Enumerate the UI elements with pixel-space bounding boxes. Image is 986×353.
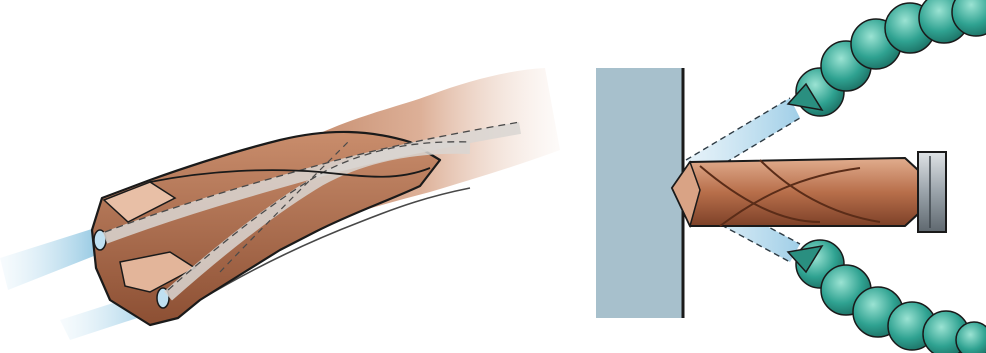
coolant-hose-upper	[788, 0, 986, 116]
internal-coolant-drill	[0, 68, 560, 340]
workpiece	[596, 68, 682, 318]
coolant-stream-upper	[0, 228, 104, 290]
drill-shank	[918, 152, 946, 232]
coolant-hose-lower	[788, 240, 986, 353]
twist-drill-body	[672, 158, 918, 226]
external-coolant-drilling	[596, 0, 986, 353]
